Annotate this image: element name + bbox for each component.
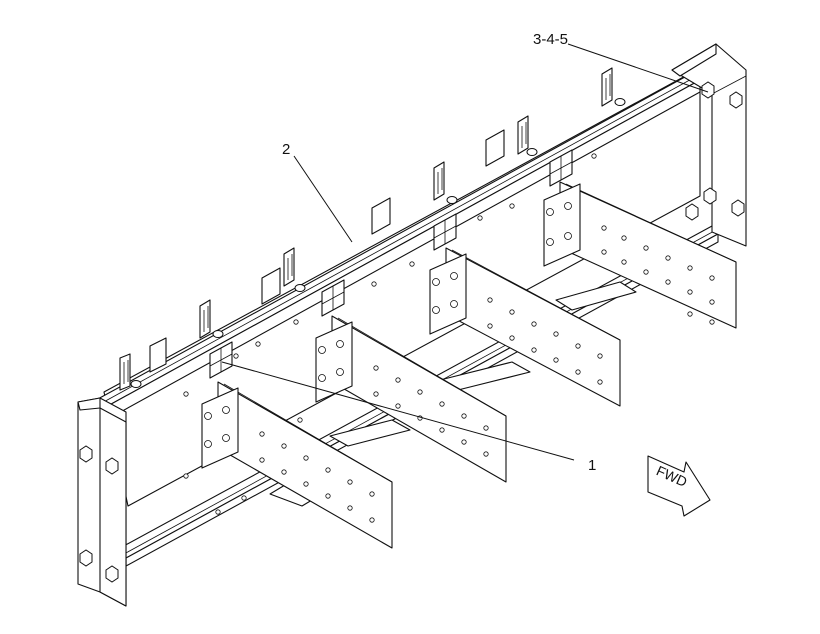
clip-2 <box>199 299 224 339</box>
clip-4 <box>433 161 458 204</box>
clip-1 <box>119 353 142 391</box>
callout-3-4-5: 3-4-5 <box>533 31 568 48</box>
connector-blocks <box>209 149 573 379</box>
connector-block <box>433 213 457 251</box>
left-end-bracket <box>77 397 127 607</box>
rail-tabs <box>149 129 505 373</box>
clip-5 <box>517 115 538 156</box>
shelf-plate-4 <box>543 181 737 329</box>
bolt <box>79 445 119 583</box>
leader-lines <box>221 43 709 461</box>
clip-3 <box>283 247 306 292</box>
connector-block <box>549 149 573 187</box>
connector-block <box>209 341 233 379</box>
web-holes <box>183 153 597 515</box>
leader-1 <box>221 361 575 461</box>
connector-block <box>321 279 345 317</box>
leader-2 <box>293 155 353 243</box>
shelf-plate-1 <box>201 381 393 549</box>
callout-1: 1 <box>588 457 596 474</box>
clip-brackets <box>119 67 626 391</box>
shelf-plate-3 <box>429 247 621 407</box>
shelf-plate-2 <box>315 315 507 483</box>
right-end-bracket <box>671 43 747 247</box>
callout-2: 2 <box>282 141 290 158</box>
fwd-arrow: FWD <box>647 455 711 517</box>
clip-6 <box>601 67 626 107</box>
bolt <box>685 81 745 221</box>
leader-3-4-5 <box>567 43 709 93</box>
